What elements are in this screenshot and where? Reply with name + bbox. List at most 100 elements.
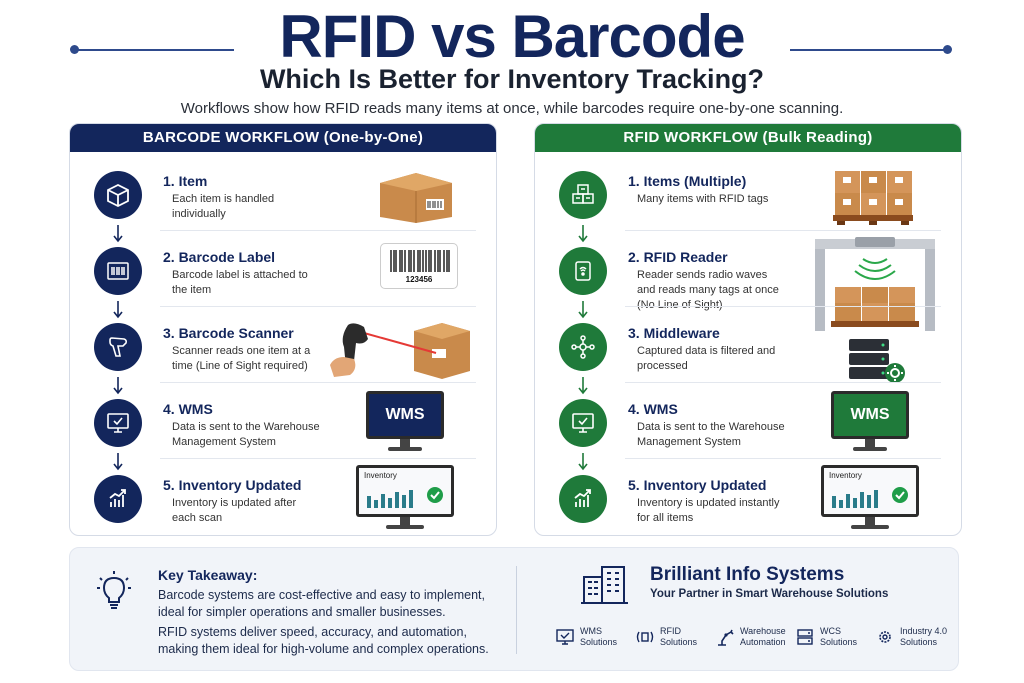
step-text: Many items with RFID tags [637, 193, 769, 205]
wms-monitor-image: WMS [831, 391, 909, 453]
step-text: Each item is handled individually [172, 193, 275, 220]
monitor-check-icon [559, 399, 607, 447]
step-separator [160, 306, 476, 307]
rfid-workflow-panel: RFID WORKFLOW (Bulk Reading) 1. Items (M… [534, 123, 962, 536]
barcode-icon [94, 247, 142, 295]
step-title: 3. Barcode Scanner [163, 325, 294, 341]
step-title: 1. Items (Multiple) [628, 173, 747, 189]
chart-icon [94, 475, 142, 523]
building-icon [581, 566, 628, 604]
rfid-step-reader: 2. RFID Reader Reader sends radio waves … [535, 235, 961, 331]
barcode-panel-heading: BARCODE WORKFLOW (One-by-One) [70, 124, 496, 152]
pallet-boxes-image [833, 171, 913, 225]
rfid-waves-icon [636, 631, 654, 643]
inventory-monitor-image: Inventory [821, 465, 919, 529]
takeaway-section: Key Takeaway: Barcode systems are cost-e… [69, 547, 959, 671]
step-text: Captured data is filtered and processed [637, 345, 776, 372]
boxes-icon [559, 171, 607, 219]
wms-screen-label: WMS [369, 394, 441, 436]
title-divider-right [790, 49, 950, 51]
step-title: 3. Middleware [628, 325, 720, 341]
server-icon [797, 629, 813, 645]
barcode-step-inventory: 5. Inventory Updated Inventory is update… [70, 463, 496, 535]
title-divider-left [74, 49, 234, 51]
arrow-down-icon [578, 301, 588, 319]
mini-bar-chart-icon [367, 487, 443, 508]
company-tagline: Your Partner in Smart Warehouse Solution… [650, 588, 889, 600]
rfid-step-wms: 4. WMS Data is sent to the Warehouse Man… [535, 387, 961, 471]
page-title: RFID vs Barcode [279, 3, 745, 70]
arrow-down-icon [578, 453, 588, 471]
inventory-screen-label: Inventory [829, 471, 862, 480]
step-text: Barcode label is attached to the item [172, 269, 308, 296]
rfid-panel-heading: RFID WORKFLOW (Bulk Reading) [535, 124, 961, 152]
step-text: Scanner reads one item at a time (Line o… [172, 345, 311, 372]
step-title: 2. Barcode Label [163, 249, 276, 265]
step-title: 4. WMS [628, 401, 678, 417]
barcode-number: 123456 [405, 275, 433, 284]
page-subtitle: Which Is Better for Inventory Tracking? [259, 64, 765, 94]
barcode-step-label: 2. Barcode Label Barcode label is attach… [70, 235, 496, 319]
rfid-reader-icon [559, 247, 607, 295]
inventory-screen-label: Inventory [364, 471, 397, 480]
gears-icon [879, 631, 891, 643]
cardboard-box-image [380, 173, 452, 223]
barcode-bars-icon [390, 250, 450, 272]
takeaway-rfid-text: RFID systems deliver speed, accuracy, an… [158, 625, 489, 656]
arrow-down-icon [578, 377, 588, 395]
step-title: 5. Inventory Updated [163, 477, 302, 493]
inventory-monitor-image: Inventory [356, 465, 454, 529]
step-text: Data is sent to the Warehouse Management… [637, 421, 785, 448]
company-name: Brilliant Info Systems [650, 564, 845, 585]
step-text: Inventory is updated after each scan [172, 497, 297, 524]
robot-arm-icon [718, 629, 734, 646]
arrow-down-icon [578, 225, 588, 243]
title-dot-right [943, 45, 952, 54]
page-description: Workflows show how RFID reads many items… [180, 100, 844, 117]
barcode-workflow-panel: BARCODE WORKFLOW (One-by-One) 1. Item Ea… [69, 123, 497, 536]
step-separator [625, 458, 941, 459]
barcode-label-image: 123456 [380, 243, 458, 289]
title-dot-left [70, 45, 79, 54]
scanner-icon [94, 323, 142, 371]
step-title: 4. WMS [163, 401, 213, 417]
network-icon [559, 323, 607, 371]
step-separator [160, 458, 476, 459]
lightbulb-icon [97, 571, 131, 609]
barcode-step-item: 1. Item Each item is handled individuall… [70, 159, 496, 243]
step-separator [625, 306, 941, 307]
step-separator [160, 230, 476, 231]
monitor-check-icon [94, 399, 142, 447]
step-title: 5. Inventory Updated [628, 477, 767, 493]
step-title: 2. RFID Reader [628, 249, 728, 265]
step-separator [625, 382, 941, 383]
chart-icon [559, 475, 607, 523]
takeaway-barcode-text: Barcode systems are cost-effective and e… [158, 588, 486, 619]
section-divider [516, 566, 517, 654]
step-text: Reader sends radio waves and reads many … [637, 269, 779, 311]
rfid-step-middleware: 3. Middleware Captured data is filtered … [535, 311, 961, 395]
arrow-down-icon [113, 225, 123, 243]
server-stack-image [849, 339, 905, 383]
barcode-step-scanner: 3. Barcode Scanner Scanner reads one ite… [70, 311, 496, 395]
wms-screen-label: WMS [834, 394, 906, 436]
step-text: Data is sent to the Warehouse Management… [172, 421, 320, 448]
arrow-down-icon [113, 377, 123, 395]
mini-bar-chart-icon [832, 487, 908, 508]
step-title: 1. Item [163, 173, 208, 189]
wms-monitor-image: WMS [366, 391, 444, 453]
rfid-gate-image [815, 237, 935, 331]
barcode-step-wms: 4. WMS Data is sent to the Warehouse Man… [70, 387, 496, 471]
arrow-down-icon [113, 301, 123, 319]
step-separator [160, 382, 476, 383]
